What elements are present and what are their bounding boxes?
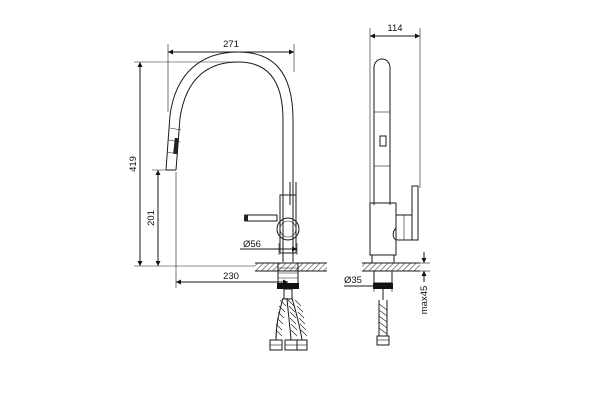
- dim-label-114: 114: [387, 23, 402, 34]
- dim-label-419: 419: [128, 156, 139, 172]
- dim-label-o35: Ø35: [344, 275, 362, 286]
- side-view: 114 Ø35 max45: [344, 23, 430, 346]
- dim-base-diameter-front: Ø56: [240, 239, 298, 255]
- side-countertop: [362, 262, 420, 272]
- front-view: 271 419 201 Ø56 230: [128, 39, 327, 351]
- dim-reach: 230: [175, 172, 288, 288]
- dim-label-201: 201: [146, 210, 157, 226]
- front-countertop: [255, 262, 327, 272]
- dim-height-total: 419: [128, 61, 255, 267]
- side-body: [369, 185, 419, 264]
- dim-spout-height: 201: [146, 169, 170, 266]
- dim-label-271: 271: [223, 39, 239, 50]
- side-shank: [373, 270, 393, 346]
- dim-width-total: 271: [167, 39, 295, 112]
- dim-base-diameter-side: Ø35: [344, 275, 393, 292]
- dim-label-230: 230: [223, 271, 239, 282]
- dim-depth: 114: [369, 23, 421, 205]
- front-body: [244, 182, 300, 254]
- dim-label-max45: max45: [419, 286, 430, 315]
- front-shank: [269, 262, 308, 351]
- dim-max-thickness: max45: [419, 252, 430, 314]
- front-spout: [165, 51, 294, 262]
- side-spout: [373, 58, 391, 205]
- dim-label-o56: Ø56: [243, 239, 261, 250]
